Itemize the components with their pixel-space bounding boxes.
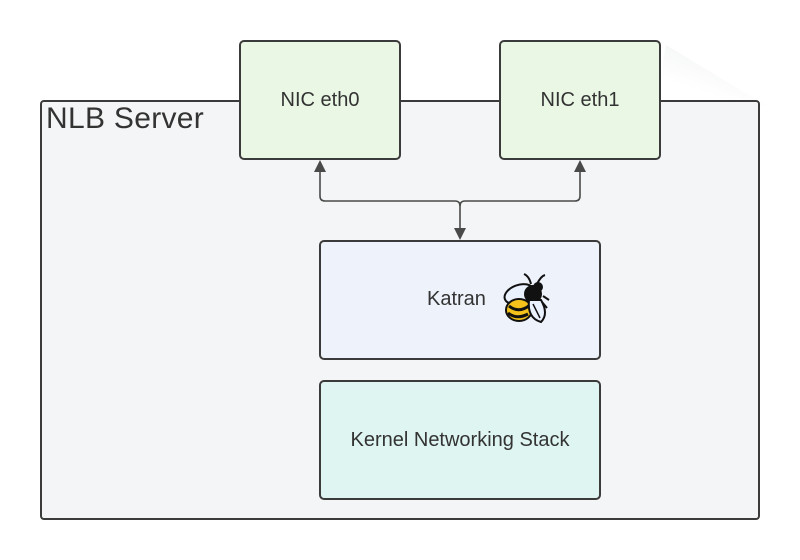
- connector-eth1: [459, 172, 581, 207]
- arrowhead-eth0: [314, 160, 326, 172]
- kernel-networking-stack-box: Kernel Networking Stack: [319, 380, 601, 500]
- server-label: NLB Server: [46, 102, 205, 135]
- katran-label: Katran: [427, 288, 486, 310]
- nic-eth0-box: NIC eth0: [239, 40, 401, 160]
- kernel-networking-stack-label: Kernel Networking Stack: [350, 428, 570, 451]
- bee-icon: [503, 273, 550, 324]
- connector-eth0: [319, 172, 461, 228]
- nic-eth1-box: NIC eth1: [499, 40, 661, 160]
- katran-box: Katran: [319, 240, 601, 360]
- arrowhead-katran: [454, 228, 466, 240]
- nic-eth0-label: NIC eth0: [280, 88, 360, 111]
- arrowhead-eth1: [574, 160, 586, 172]
- nic-eth1-label: NIC eth1: [540, 88, 620, 111]
